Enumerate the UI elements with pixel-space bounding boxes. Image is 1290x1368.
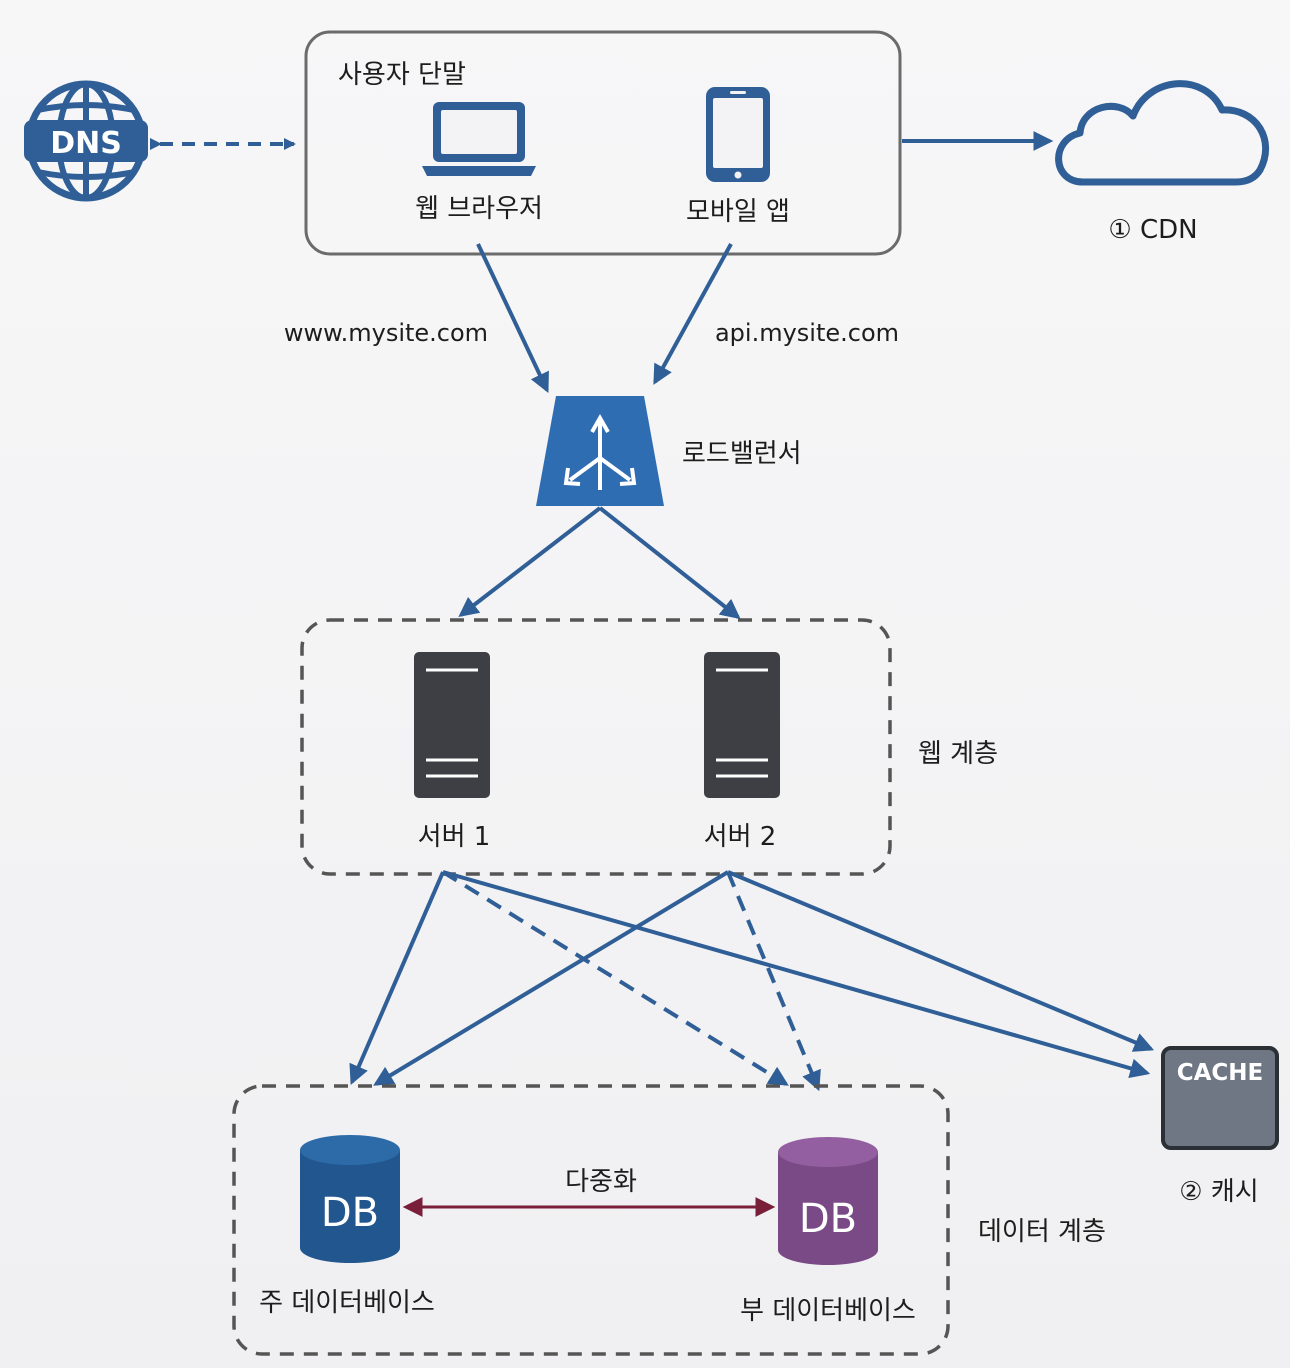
api-domain-label: api.mysite.com xyxy=(715,319,899,347)
secondary-db-icon-text: DB xyxy=(799,1196,857,1242)
server2-to-primary-db-arrow xyxy=(373,870,730,1086)
web-tier-label: 웹 계층 xyxy=(918,739,998,769)
server1-to-cache-arrow xyxy=(442,870,1151,1079)
cache-icon-text: CACHE xyxy=(1177,1060,1264,1086)
dns-globe-icon: DNS xyxy=(24,80,148,202)
primary-db-label: 주 데이터베이스 xyxy=(259,1288,435,1318)
data-tier-label: 데이터 계층 xyxy=(978,1217,1106,1247)
data-tier-box xyxy=(232,1084,950,1356)
secondary-db-icon: DB xyxy=(778,1137,878,1265)
server1-to-primary-db-arrow xyxy=(349,871,445,1086)
mobile-phone-icon xyxy=(706,87,770,182)
api-route-arrow xyxy=(653,243,733,385)
replication-label: 다중화 xyxy=(565,1167,637,1197)
load-balancer-icon xyxy=(536,396,664,506)
server2-to-secondary-db-dashed-arrow xyxy=(726,871,821,1092)
web-domain-label: www.mysite.com xyxy=(284,319,488,347)
mobile-app-label: 모바일 앱 xyxy=(686,197,790,227)
lb-to-server2-arrow xyxy=(598,506,741,620)
web-browser-label: 웹 브라우저 xyxy=(415,194,543,224)
laptop-icon xyxy=(422,102,536,176)
server2-label: 서버 2 xyxy=(704,822,777,852)
dns-icon-text: DNS xyxy=(50,126,122,161)
server1-icon xyxy=(414,652,490,798)
cache-icon: CACHE xyxy=(1161,1046,1279,1150)
server2-icon xyxy=(704,652,780,798)
client-group: 사용자 단말 웹 브라우저 모바일 앱 xyxy=(304,30,902,256)
web-tier-box xyxy=(300,618,892,876)
server2-to-cache-arrow xyxy=(727,870,1155,1052)
client-group-title: 사용자 단말 xyxy=(338,60,466,90)
web-route-arrow xyxy=(476,243,549,394)
server1-to-secondary-db-dashed-arrow xyxy=(441,870,789,1086)
server1-label: 서버 1 xyxy=(418,822,491,852)
load-balancer-label: 로드밸런서 xyxy=(682,439,802,469)
lb-to-server1-arrow xyxy=(458,506,602,618)
primary-db-icon: DB xyxy=(300,1135,400,1263)
secondary-db-label: 부 데이터베이스 xyxy=(740,1296,916,1326)
cloud-icon xyxy=(1055,80,1270,186)
primary-db-icon-text: DB xyxy=(321,1190,379,1236)
cache-label: ② 캐시 xyxy=(1179,1177,1258,1207)
cdn-label: ① CDN xyxy=(1108,215,1197,245)
